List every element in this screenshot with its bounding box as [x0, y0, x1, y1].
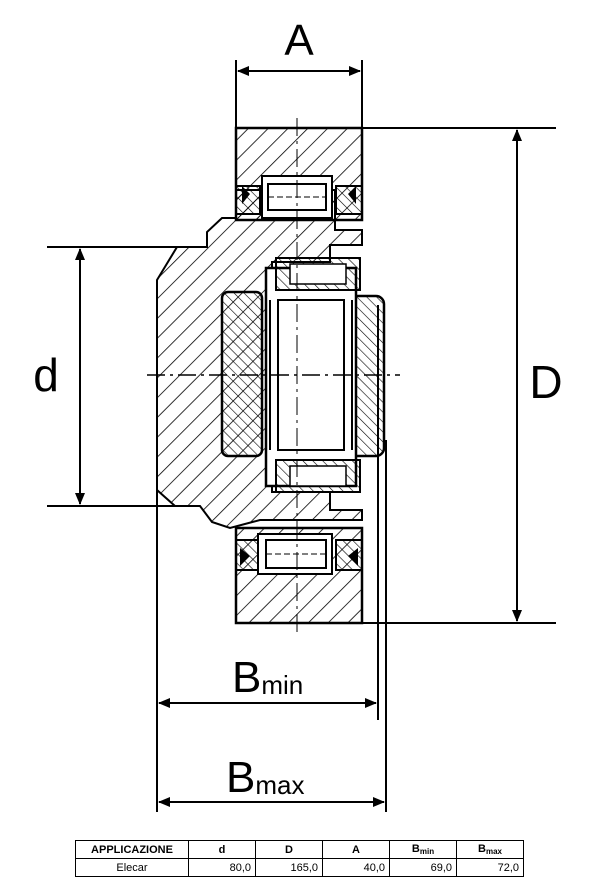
header-applicazione: APPLICAZIONE	[75, 840, 189, 859]
header-text: APPLICAZIONE	[91, 843, 173, 856]
header-D: D	[255, 840, 323, 859]
header-d: d	[188, 840, 256, 859]
cell-d: 80,0	[188, 858, 256, 877]
table-row: Elecar 80,0 165,0 40,0 69,0 72,0	[75, 858, 524, 877]
bottom-seal-right	[335, 539, 363, 571]
cell-A: 40,0	[322, 858, 390, 877]
cell-application: Elecar	[75, 858, 189, 877]
header-text: B	[478, 843, 486, 855]
inner-ring-left	[220, 290, 264, 458]
header-text: B	[411, 843, 420, 855]
dimension-bmin-label: Bmin	[232, 653, 303, 702]
header-bmin: Bmin	[389, 840, 457, 859]
cell-D: 165,0	[255, 858, 323, 877]
dimension-a-label: A	[284, 16, 314, 65]
header-text: D	[285, 843, 293, 856]
cell-bmax: 72,0	[456, 858, 524, 877]
header-bmax: Bmax	[456, 840, 524, 859]
table-header-row: APPLICAZIONE d D A Bmin Bmax	[75, 840, 524, 859]
header-A: A	[322, 840, 390, 859]
top-seal-left	[235, 185, 261, 215]
header-sub: min	[419, 847, 435, 856]
dimension-bmax-label: Bmax	[226, 753, 304, 802]
dimension-D-label: D	[529, 356, 562, 408]
dimension-d-label: d	[33, 349, 59, 401]
header-sub: max	[485, 847, 502, 856]
top-seal-right	[335, 185, 363, 215]
bearing-cross-section-drawing: A D d Bmin Bmax	[33, 16, 563, 812]
header-text: A	[352, 843, 360, 856]
specification-table: APPLICAZIONE d D A Bmin Bmax Elecar 80,0…	[75, 840, 524, 877]
header-text: d	[218, 843, 226, 856]
cell-bmin: 69,0	[389, 858, 457, 877]
